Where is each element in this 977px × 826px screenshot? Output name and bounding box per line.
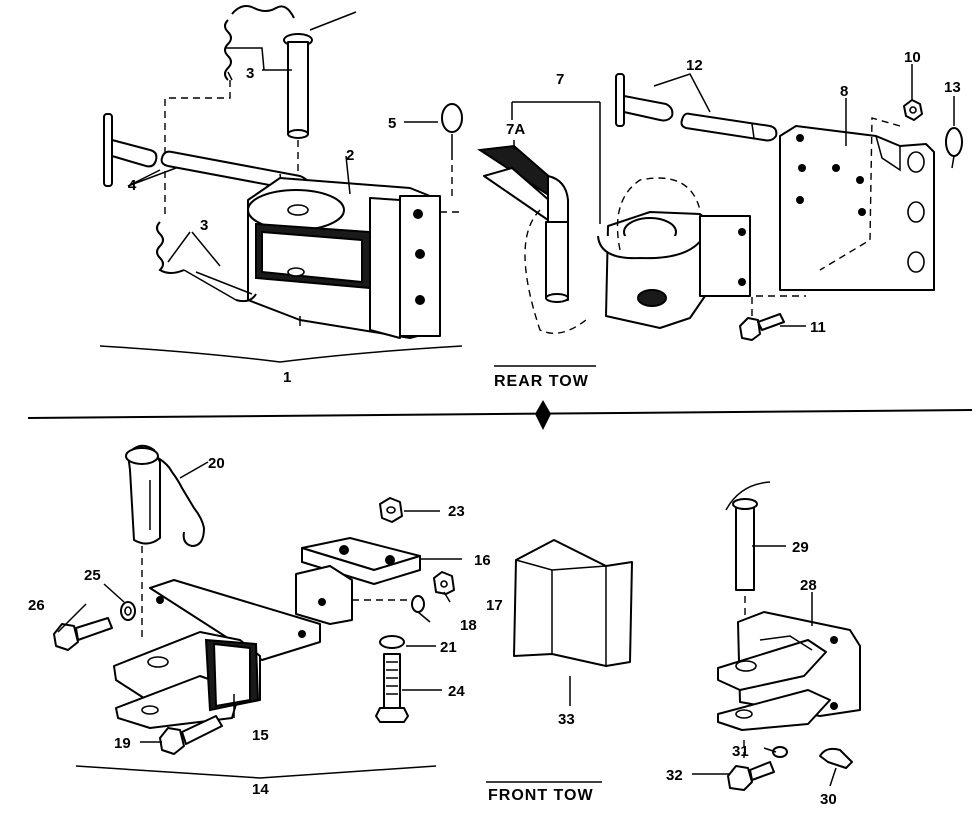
chain-3-top (224, 5, 295, 81)
bracket-16 (295, 537, 421, 625)
callout-15: 15 (252, 727, 269, 744)
callout-28: 28 (800, 577, 817, 594)
callout-26: 26 (28, 597, 45, 614)
clip-30 (819, 747, 853, 769)
lynch-pin-13 (945, 127, 963, 169)
nut-23 (379, 497, 403, 523)
chain-3-bottom (156, 221, 257, 303)
section-labels: REAR TOW FRONT TOW (486, 365, 602, 804)
washer-31 (772, 746, 788, 758)
callout-29: 29 (792, 539, 809, 556)
callout-14: 14 (252, 781, 269, 798)
callout-10: 10 (904, 49, 921, 66)
bolt-19 (159, 715, 223, 755)
callout-18: 18 (460, 617, 477, 634)
callout-2: 2 (346, 147, 354, 164)
callout-7: 7 (556, 71, 564, 88)
clevis-hitch-28 (717, 611, 861, 731)
rear-hitch-body-2 (247, 177, 441, 339)
bolt-32 (727, 761, 775, 791)
front-tow-label: FRONT TOW (488, 787, 594, 804)
washer-18 (411, 595, 425, 613)
callout-5: 5 (388, 115, 396, 132)
callout-13: 13 (944, 79, 961, 96)
callout-31: 31 (732, 743, 749, 760)
washer-21 (379, 635, 405, 649)
callout-11: 11 (810, 319, 826, 336)
lynch-pin-5 (441, 103, 463, 200)
nut-10 (903, 99, 923, 121)
callout-8: 8 (840, 83, 848, 100)
callout-23: 23 (448, 503, 465, 520)
hitch-pin-3 (283, 11, 357, 139)
callout-17: 17 (486, 597, 503, 614)
latch-pin-7a (477, 144, 587, 334)
callout-25: 25 (84, 567, 101, 584)
front-tow-group (53, 444, 861, 791)
t-pin-12 (615, 73, 674, 127)
section-divider (27, 400, 973, 430)
callout-3-bottom: 3 (200, 217, 208, 234)
bolt-11 (739, 295, 806, 341)
coupler-7 (597, 177, 751, 329)
pin-20 (125, 444, 161, 545)
callout-labels: 1 2 3 3 4 5 7 7A 8 10 11 12 13 14 15 16 … (28, 49, 961, 808)
callout-12: 12 (686, 57, 703, 74)
drawbar-15 (113, 579, 321, 729)
rear-tow-group (99, 5, 963, 363)
pin-12 (680, 112, 778, 142)
callout-16: 16 (474, 552, 491, 569)
callout-3-top: 3 (246, 65, 254, 82)
callout-20: 20 (208, 455, 225, 472)
nut-17 (433, 571, 455, 595)
callout-19: 19 (114, 735, 131, 752)
callout-30: 30 (820, 791, 837, 808)
washer-25 (120, 601, 136, 621)
mounting-plate-8 (779, 117, 935, 291)
leader-lines (57, 47, 955, 787)
guard-33 (513, 539, 633, 667)
pin-29 (725, 481, 771, 591)
callout-4: 4 (128, 177, 137, 194)
bolt-26 (53, 617, 113, 651)
callout-32: 32 (666, 767, 683, 784)
callout-24: 24 (448, 683, 465, 700)
callout-7a: 7A (506, 121, 525, 138)
callout-21: 21 (440, 639, 457, 656)
callout-33: 33 (558, 711, 575, 728)
bolt-24 (375, 653, 409, 723)
rear-tow-label: REAR TOW (494, 373, 589, 390)
callout-1: 1 (283, 369, 291, 386)
t-pin-4 (103, 113, 158, 187)
